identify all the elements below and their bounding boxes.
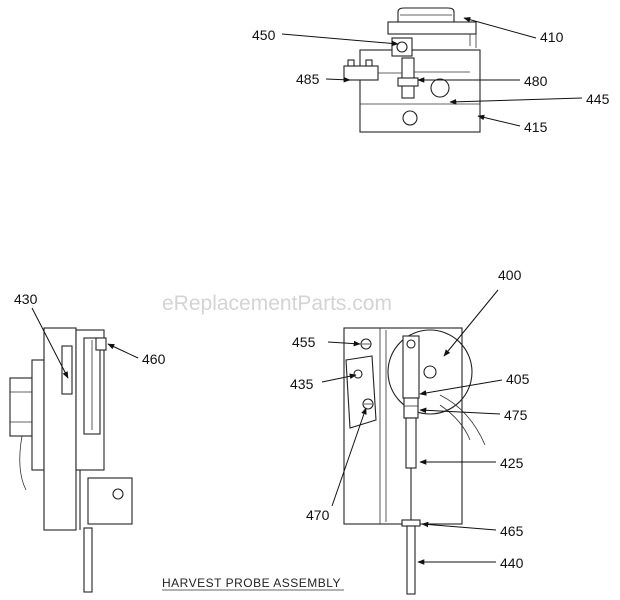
cam-450 — [391, 37, 413, 57]
label-450: 450 — [252, 27, 276, 43]
label-475: 475 — [504, 407, 528, 423]
side-plate — [43, 327, 77, 531]
label-435: 435 — [290, 376, 314, 392]
side-mechanism-430 — [75, 329, 105, 471]
switch-485 — [343, 65, 379, 81]
front-view-assembly — [343, 327, 486, 595]
label-445: 445 — [586, 91, 610, 107]
probe-440 — [406, 525, 416, 595]
label-405: 405 — [506, 371, 530, 387]
motor-plate — [387, 21, 477, 35]
label-485: 485 — [296, 71, 320, 87]
coupler-475 — [403, 397, 419, 419]
label-430: 430 — [14, 291, 38, 307]
label-425: 425 — [500, 455, 524, 471]
label-480: 480 — [524, 73, 548, 89]
part-labels: 410 450 485 480 445 415 430 460 455 435 … — [14, 27, 610, 571]
watermark-text: eReplacementParts.com — [162, 292, 392, 315]
label-460: 460 — [142, 351, 166, 367]
side-view-assembly — [9, 327, 133, 593]
label-465: 465 — [500, 523, 524, 539]
leader-lines — [31, 16, 583, 565]
side-probe-rod — [83, 527, 93, 593]
diagram-title: HARVEST PROBE ASSEMBLY — [162, 576, 341, 590]
probe-shaft-405 — [402, 335, 420, 399]
side-motor — [9, 377, 33, 437]
label-400: 400 — [498, 267, 522, 283]
top-view-assembly — [343, 7, 481, 133]
gear-wheel-400 — [387, 329, 473, 415]
label-455: 455 — [292, 334, 316, 350]
side-screw-460 — [95, 337, 107, 351]
label-415: 415 — [524, 119, 548, 135]
label-440: 440 — [500, 555, 524, 571]
rod-425 — [405, 417, 417, 469]
label-410: 410 — [540, 29, 564, 45]
bracket-415 — [359, 49, 481, 133]
side-mount-tab — [87, 477, 133, 525]
washer-465 — [401, 519, 421, 527]
bracket-hole — [402, 110, 418, 126]
label-470: 470 — [306, 507, 330, 523]
bracket-hole-upper — [430, 78, 450, 98]
cam-bracket-435 — [345, 355, 377, 429]
